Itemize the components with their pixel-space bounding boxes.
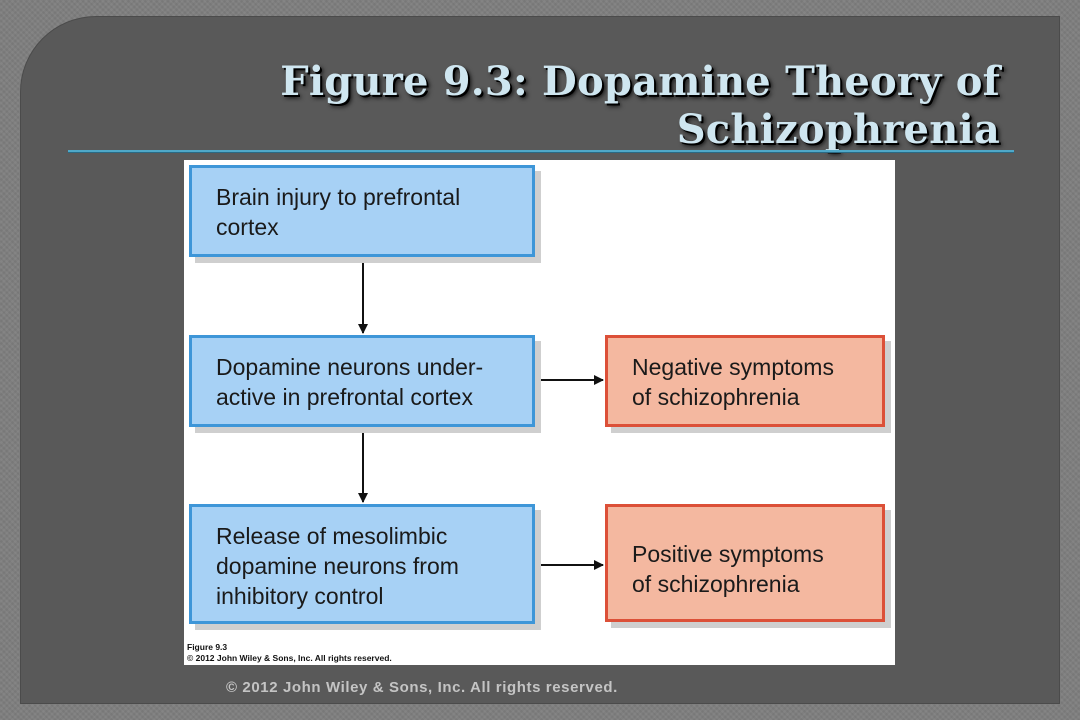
slide-footer: © 2012 John Wiley & Sons, Inc. All right… [226, 679, 618, 696]
title-divider [68, 150, 1014, 153]
flowchart-figure: Brain injury to prefrontal cortex Dopami… [184, 160, 895, 665]
flowchart-arrows [358, 257, 604, 570]
box-mesolimbic-release: Release of mesolimbic dopamine neurons f… [189, 504, 535, 624]
box-positive-symptoms: Positive symptoms of schizophrenia [605, 504, 885, 622]
figure-caption-label: Figure 9.3 [187, 642, 228, 652]
slide-title: Figure 9.3: Dopamine Theory of Schizophr… [280, 58, 1000, 153]
box-negative-symptoms: Negative symptoms of schizophrenia [605, 335, 885, 427]
box-dopamine-underactive: Dopamine neurons under- active in prefro… [189, 335, 535, 427]
box-brain-injury: Brain injury to prefrontal cortex [189, 165, 535, 257]
figure-caption-copyright: © 2012 John Wiley & Sons, Inc. All right… [187, 653, 392, 663]
